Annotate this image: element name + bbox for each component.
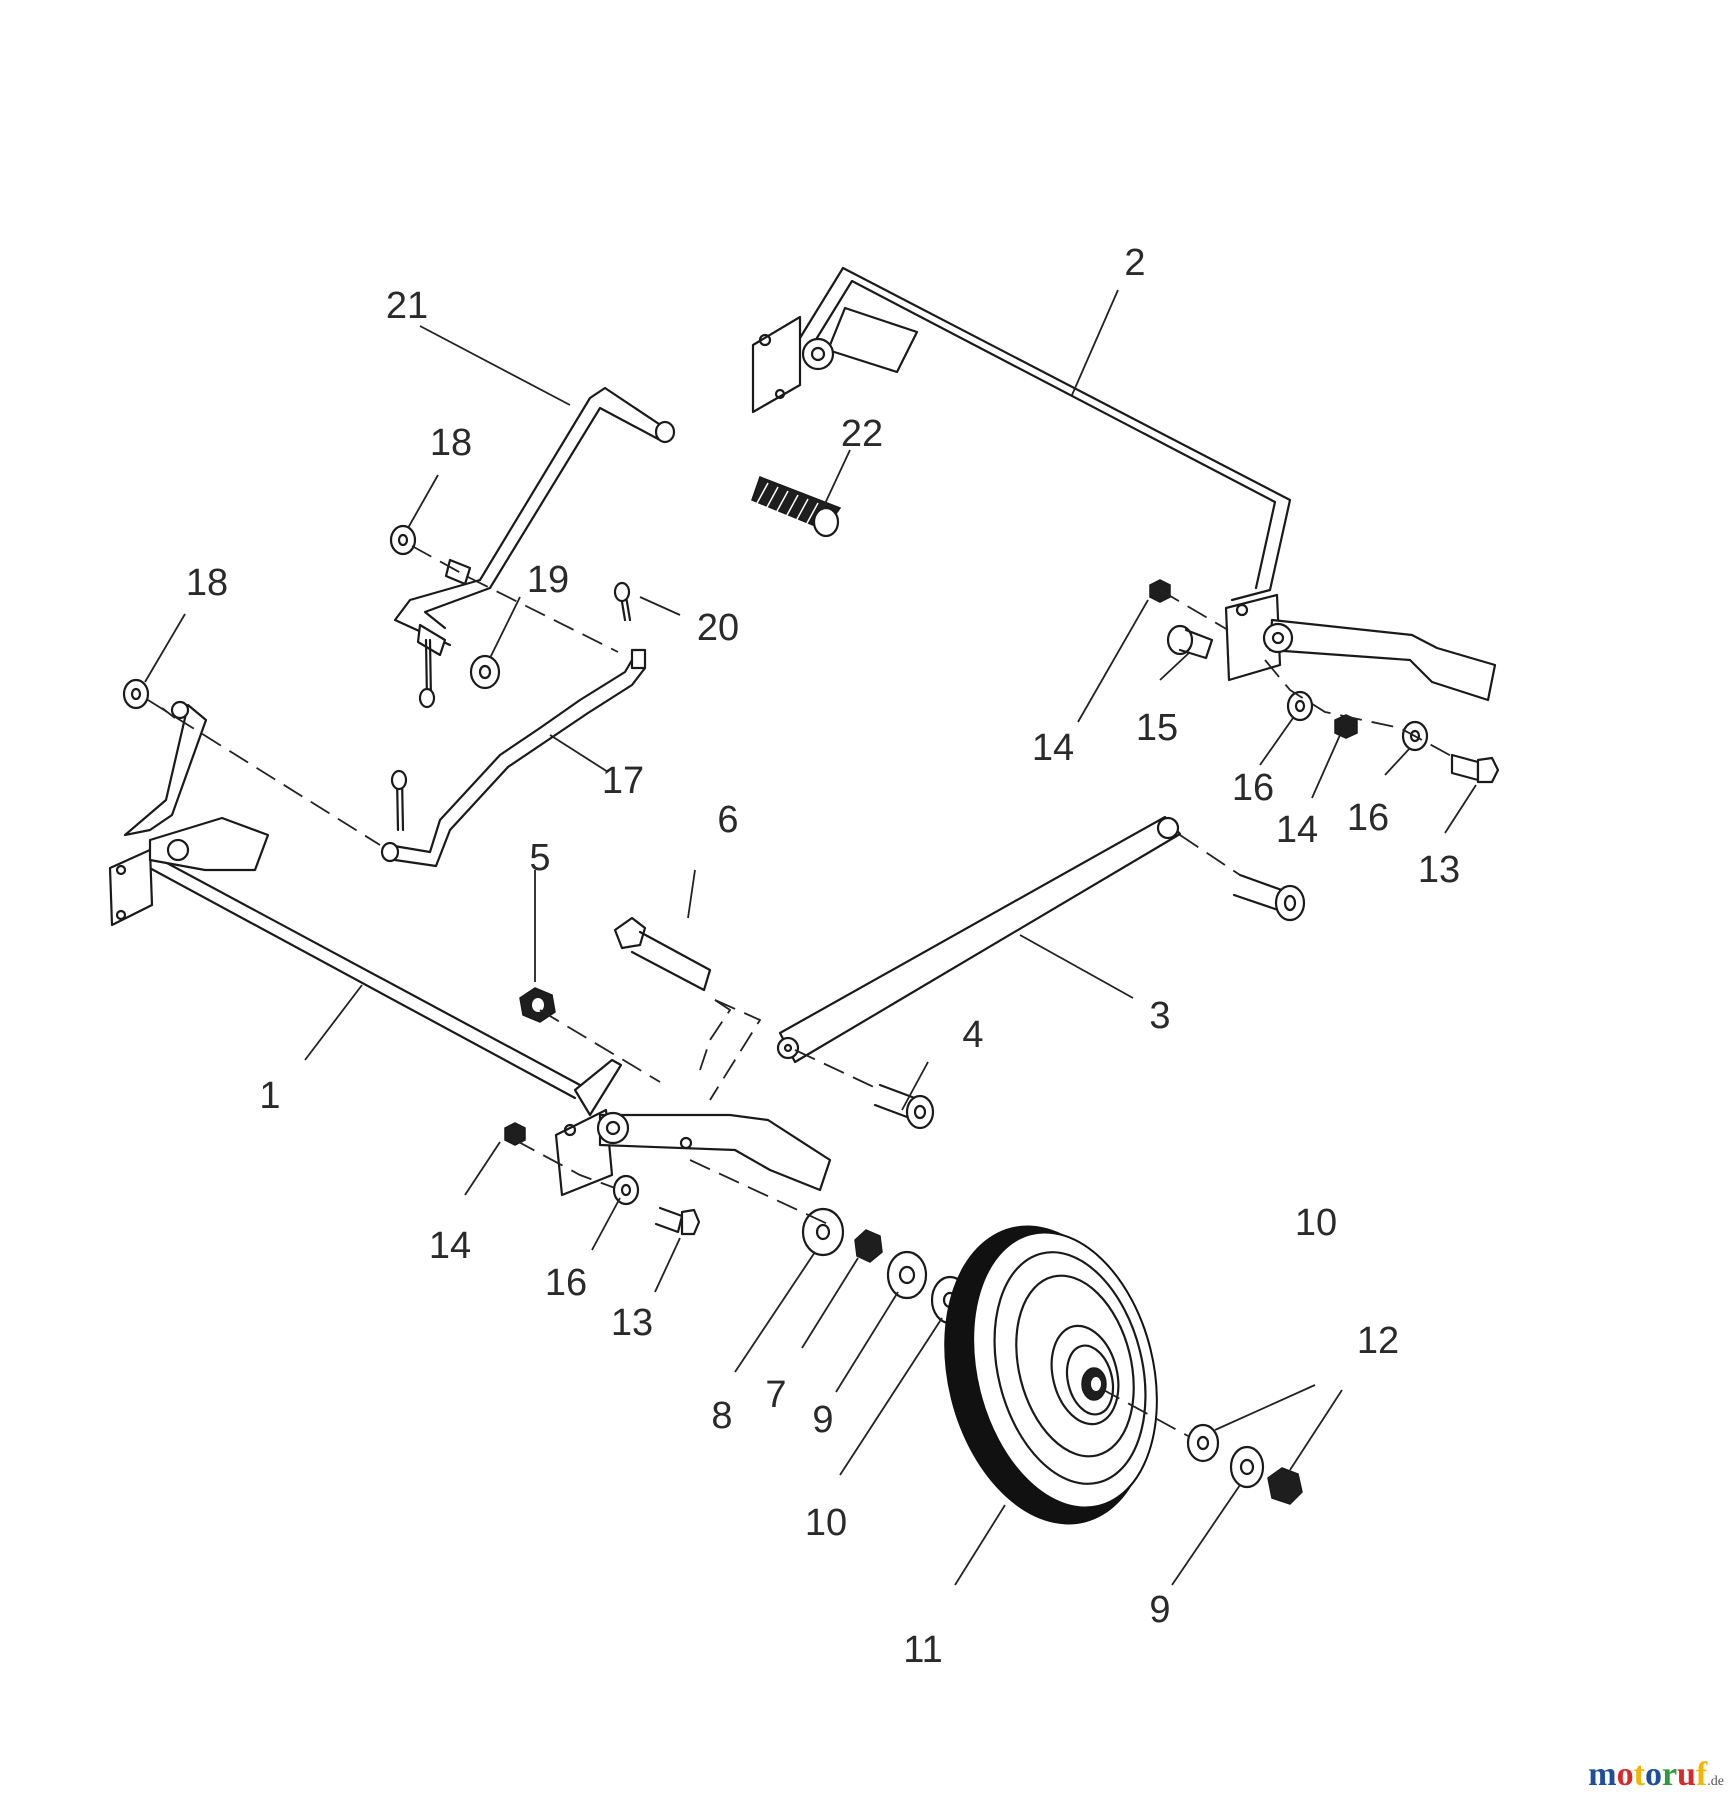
callout-5: 5 <box>529 837 550 879</box>
callout-14b: 14 <box>1276 809 1318 851</box>
part-1-front-axle <box>108 700 832 1197</box>
part-22-handle-grip <box>751 476 842 538</box>
callout-10a: 10 <box>1295 1202 1337 1244</box>
part-2-rear-axle <box>751 266 1497 702</box>
callout-14c: 14 <box>429 1225 471 1267</box>
wheel <box>944 1225 1158 1525</box>
callout-18a: 18 <box>430 422 472 464</box>
watermark-letter: m <box>1588 1756 1617 1793</box>
callout-labels: 1 2 3 4 5 6 7 8 9 9 10 10 11 12 13 13 14… <box>186 242 1460 1671</box>
callout-16c: 16 <box>545 1262 587 1304</box>
callout-16a: 16 <box>1232 767 1274 809</box>
watermark-letter: r <box>1661 1756 1678 1793</box>
callout-13a: 13 <box>1418 849 1460 891</box>
callout-13b: 13 <box>611 1302 653 1344</box>
part-3-link-bar <box>776 815 1182 1064</box>
callout-12: 12 <box>1357 1320 1399 1362</box>
leader-lines <box>144 289 1477 1586</box>
callout-9b: 9 <box>1149 1589 1170 1631</box>
callout-16b: 16 <box>1347 797 1389 839</box>
watermark-letter: t <box>1633 1756 1645 1793</box>
split-pins <box>390 581 632 832</box>
callout-7: 7 <box>765 1374 786 1416</box>
assembly-lines <box>147 545 1456 1437</box>
motoruf-watermark-logo: motoruf.de <box>1588 1756 1724 1794</box>
right-fasteners <box>1149 579 1500 784</box>
callout-2: 2 <box>1124 242 1145 284</box>
watermark-tld: .de <box>1707 1774 1724 1789</box>
watermark-letter: o <box>1644 1756 1662 1793</box>
callout-14a: 14 <box>1032 727 1074 769</box>
callout-1: 1 <box>259 1075 280 1117</box>
callout-8: 8 <box>711 1395 732 1437</box>
part-21-lever <box>393 386 676 657</box>
callout-19: 19 <box>527 559 569 601</box>
callout-4: 4 <box>962 1014 983 1056</box>
middle-fasteners <box>504 873 1306 1236</box>
callout-10b: 10 <box>805 1502 847 1544</box>
callout-6: 6 <box>717 799 738 841</box>
watermark-letter: f <box>1695 1756 1708 1793</box>
callout-17: 17 <box>602 760 644 802</box>
callout-18b: 18 <box>186 562 228 604</box>
watermark-letter: u <box>1677 1756 1696 1793</box>
small-washers <box>122 524 501 710</box>
callout-21: 21 <box>386 285 428 327</box>
part-17-lever-rod <box>380 648 647 868</box>
callout-22: 22 <box>841 413 883 455</box>
watermark-letters: motoruf <box>1588 1756 1707 1793</box>
callout-11: 11 <box>903 1629 942 1671</box>
wheel-assembly <box>801 1207 1303 1525</box>
watermark-letter: o <box>1616 1756 1634 1793</box>
callout-3: 3 <box>1149 995 1170 1037</box>
callout-9a: 9 <box>812 1399 833 1441</box>
callout-20: 20 <box>697 607 739 649</box>
callout-15: 15 <box>1136 707 1178 749</box>
